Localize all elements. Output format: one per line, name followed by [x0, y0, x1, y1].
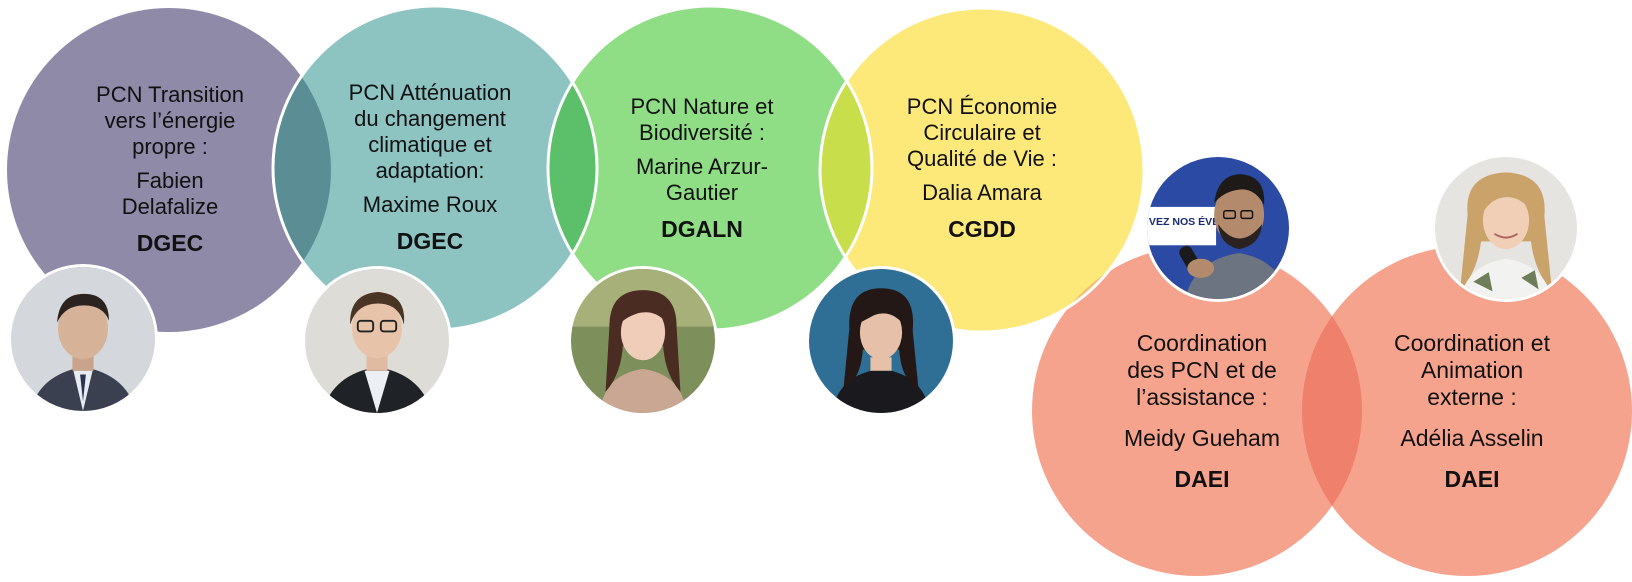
- portrait-photo-marine: [568, 266, 718, 416]
- org-label: DGEC: [136, 230, 204, 256]
- bubble-title-line: vers l’énergie: [104, 108, 236, 133]
- person-name: Meidy Gueham: [1124, 425, 1280, 451]
- portrait-photo-maxime: [302, 266, 452, 416]
- bubble-title-line: climatique et: [368, 132, 492, 157]
- portrait-photo-meidy: VEZ NOS ÉVÈ: [1144, 154, 1292, 302]
- bubble-title-line: PCN Transition: [96, 82, 244, 107]
- portrait-photo-fabien: [8, 264, 158, 414]
- bubble-title-line: adaptation:: [375, 158, 485, 183]
- bubble-title-line: externe :: [1427, 384, 1517, 410]
- org-label: DAEI: [1174, 466, 1230, 492]
- org-label: DGEC: [396, 228, 464, 254]
- portrait-photo-adelia: [1432, 154, 1580, 302]
- person-name: Delafalize: [121, 194, 219, 219]
- bubble-title-line: Circulaire et: [923, 120, 1041, 145]
- person-name: Maxime Roux: [362, 192, 498, 217]
- person-avatar-icon: [11, 267, 155, 411]
- bubble-nature-biodiversity: [548, 6, 872, 330]
- person-avatar-icon: [1435, 157, 1577, 299]
- bubble-text-4: PCN Économie Circulaire et Qualité de Vi…: [862, 94, 1102, 242]
- bubble-text-3: PCN Nature et Biodiversité : Marine Arzu…: [592, 94, 812, 242]
- bubble-title-line: PCN Nature et: [630, 94, 774, 119]
- bubble-title-line: l’assistance :: [1136, 384, 1268, 410]
- bubble-title-line: PCN Économie: [906, 94, 1058, 119]
- person-name: Gautier: [665, 180, 739, 205]
- org-label: DAEI: [1444, 466, 1500, 492]
- bubble-text-6: Coordination et Animation externe : Adél…: [1352, 330, 1592, 493]
- bubble-title-line: Biodiversité :: [639, 120, 765, 145]
- bubble-title-line: Coordination et: [1394, 330, 1550, 356]
- bubble-text-5: Coordination des PCN et de l’assistance …: [1082, 330, 1322, 493]
- bubble-title-line: Coordination: [1136, 330, 1268, 356]
- person-avatar-icon: [809, 269, 953, 413]
- person-name: Fabien: [136, 168, 204, 193]
- bubble-title-line: PCN Atténuation: [348, 80, 512, 105]
- org-label: CGDD: [948, 216, 1016, 242]
- person-avatar-icon: VEZ NOS ÉVÈ: [1147, 157, 1289, 299]
- bubble-title-line: propre :: [132, 134, 208, 159]
- separator-ring-4: [818, 6, 1146, 334]
- event-banner-text: VEZ NOS ÉVÈ: [1149, 215, 1219, 228]
- person-avatar-icon: [571, 269, 715, 413]
- person-name: Adélia Asselin: [1400, 425, 1544, 451]
- bubble-text-1: PCN Transition vers l’énergie propre : F…: [60, 82, 280, 256]
- person-name: Dalia Amara: [922, 180, 1042, 205]
- bubble-title-line: Qualité de Vie :: [906, 146, 1058, 171]
- portrait-photo-dalia: [806, 266, 956, 416]
- org-label: DGALN: [661, 216, 743, 242]
- bubble-text-2: PCN Atténuation du changement climatique…: [320, 80, 540, 254]
- person-name: Marine Arzur-: [635, 154, 769, 179]
- bubble-title-line: Animation: [1420, 357, 1524, 383]
- person-avatar-icon: [305, 269, 449, 413]
- bubble-title-line: des PCN et de: [1127, 357, 1277, 383]
- bubble-title-line: du changement: [354, 106, 506, 131]
